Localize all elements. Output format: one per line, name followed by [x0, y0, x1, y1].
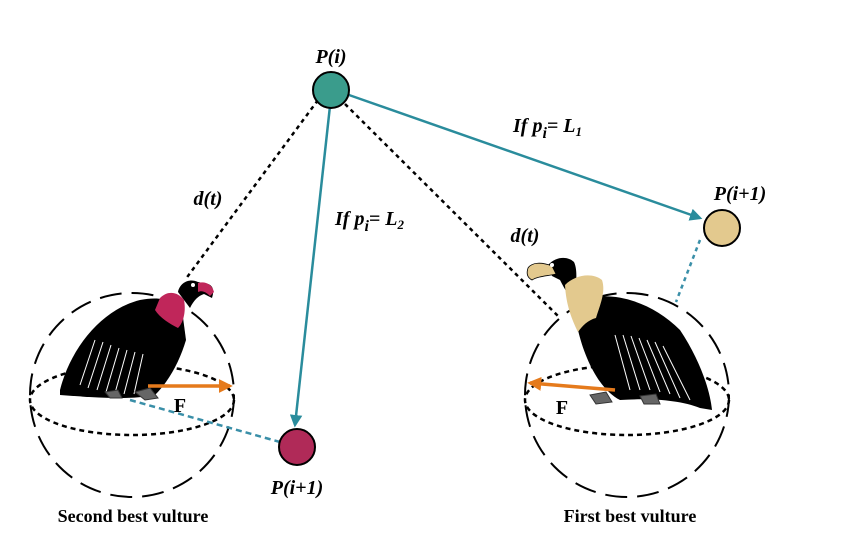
node-next-first-label: P(i+1) [713, 183, 767, 205]
distance-line-right [344, 103, 561, 319]
node-current [312, 71, 350, 109]
force-arrow-first [527, 376, 616, 392]
second-best-vulture-icon [60, 280, 214, 401]
arrow-to-second-next [289, 105, 332, 428]
link-second-to-next [129, 398, 281, 444]
node-next-second [278, 428, 316, 466]
svg-text:If pi= L2: If pi= L2 [334, 208, 405, 235]
distance-label-right: d(t) [511, 225, 540, 247]
node-next-first [703, 209, 741, 247]
svg-text:If pi= L1: If pi= L1 [512, 115, 582, 142]
first-best-sphere [523, 292, 731, 498]
caption-first-best: First best vulture [564, 506, 697, 526]
second-best-sphere [28, 292, 236, 498]
link-first-to-next [674, 239, 702, 303]
edge-condition-second: If pi= L2 [334, 208, 405, 235]
first-best-vulture-icon [526, 257, 712, 410]
caption-second-best: Second best vulture [58, 506, 209, 526]
arrow-to-first-next [348, 93, 703, 221]
node-next-second-label: P(i+1) [270, 477, 324, 499]
node-current-label: P(i) [314, 46, 346, 68]
force-label-first: F [556, 397, 568, 419]
force-label-second: F [174, 395, 186, 417]
distance-label-left: d(t) [194, 188, 223, 210]
edge-condition-first: If pi= L1 [512, 115, 582, 142]
distance-line-left [183, 99, 320, 281]
